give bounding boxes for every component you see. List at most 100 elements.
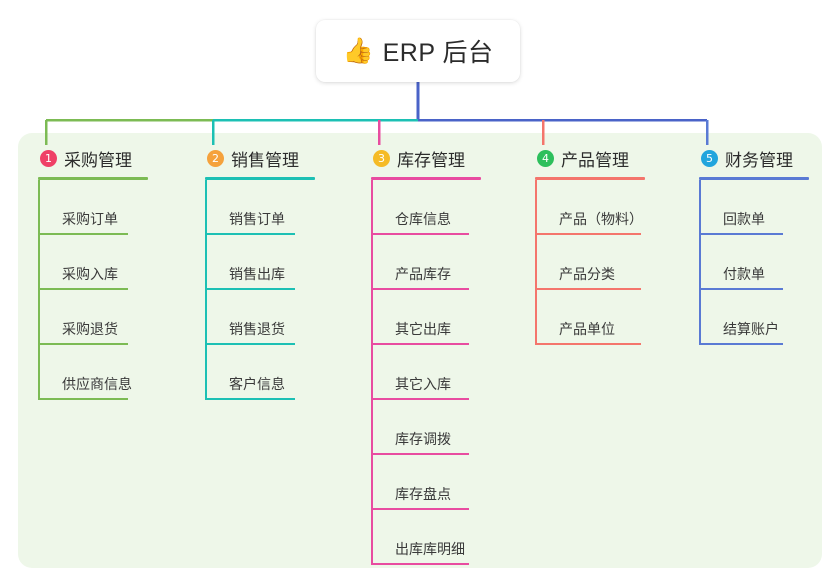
column-header-2[interactable]: 2 销售管理 [205, 146, 315, 170]
leaf-item-label: 其它出库 [395, 321, 451, 337]
leaf-item[interactable]: 其它出库 [371, 290, 481, 345]
column-badge-5: 5 [701, 149, 718, 167]
leaf-item[interactable]: 产品库存 [371, 235, 481, 290]
leaf-item-rule [205, 288, 295, 290]
leaf-item-rule [38, 343, 128, 345]
column-title-2: 销售管理 [231, 150, 299, 170]
column-1: 1 采购管理采购订单采购入库采购退货供应商信息 [38, 146, 148, 400]
leaf-item[interactable]: 客户信息 [205, 345, 315, 400]
leaf-item[interactable]: 销售出库 [205, 235, 315, 290]
leaf-item-label: 客户信息 [229, 376, 285, 392]
column-spine-2 [205, 180, 207, 400]
leaf-item-label: 产品（物料） [559, 211, 643, 227]
column-rule-4 [535, 177, 645, 180]
column-title-1: 采购管理 [64, 150, 132, 170]
column-2: 2 销售管理销售订单销售出库销售退货客户信息 [205, 146, 315, 400]
leaf-item[interactable]: 仓库信息 [371, 180, 481, 235]
column-spine-4 [535, 180, 537, 345]
leaf-item-label: 采购订单 [62, 211, 118, 227]
leaf-item[interactable]: 销售订单 [205, 180, 315, 235]
column-header-4[interactable]: 4 产品管理 [535, 146, 645, 170]
column-header-3[interactable]: 3 库存管理 [371, 146, 481, 170]
leaf-item-label: 销售订单 [229, 211, 285, 227]
leaf-item[interactable]: 其它入库 [371, 345, 481, 400]
leaf-item-label: 出库库明细 [395, 541, 465, 557]
leaf-item[interactable]: 库存调拨 [371, 400, 481, 455]
leaf-item-rule [38, 288, 128, 290]
leaf-item-rule [205, 343, 295, 345]
leaf-item-rule [371, 563, 469, 565]
column-items-4: 产品（物料） 产品分类产品单位 [535, 180, 645, 345]
leaf-item-label: 销售退货 [229, 321, 285, 337]
column-badge-2: 2 [207, 149, 224, 167]
leaf-item-label: 仓库信息 [395, 211, 451, 227]
leaf-item[interactable]: 供应商信息 [38, 345, 148, 400]
column-items-3: 仓库信息产品库存其它出库其它入库库存调拨库存盘点出库库明细 [371, 180, 481, 565]
column-5: 5 财务管理回款单付款单结算账户 [699, 146, 809, 345]
leaf-item-rule [371, 398, 469, 400]
column-rule-2 [205, 177, 315, 180]
leaf-item-rule [38, 233, 128, 235]
leaf-item[interactable]: 产品（物料） [535, 180, 645, 235]
leaf-item-rule [371, 288, 469, 290]
leaf-item-rule [205, 233, 295, 235]
leaf-item-label: 结算账户 [723, 321, 779, 337]
column-spine-3 [371, 180, 373, 565]
leaf-item-label: 回款单 [723, 211, 765, 227]
column-rule-5 [699, 177, 809, 180]
leaf-item-rule [535, 288, 641, 290]
leaf-item[interactable]: 出库库明细 [371, 510, 481, 565]
thumbs-up-icon: 👍 [342, 36, 374, 65]
column-items-5: 回款单付款单结算账户 [699, 180, 809, 345]
leaf-item-label: 库存调拨 [395, 431, 451, 447]
leaf-item-label: 供应商信息 [62, 376, 132, 392]
leaf-item[interactable]: 产品分类 [535, 235, 645, 290]
leaf-item-rule [371, 453, 469, 455]
column-badge-1: 1 [40, 149, 57, 167]
leaf-item-label: 采购入库 [62, 266, 118, 282]
leaf-item-label: 产品分类 [559, 266, 615, 282]
leaf-item-label: 其它入库 [395, 376, 451, 392]
leaf-item[interactable]: 产品单位 [535, 290, 645, 345]
column-header-5[interactable]: 5 财务管理 [699, 146, 809, 170]
column-spine-5 [699, 180, 701, 345]
leaf-item-label: 采购退货 [62, 321, 118, 337]
leaf-item-rule [38, 398, 128, 400]
leaf-item[interactable]: 采购退货 [38, 290, 148, 345]
leaf-item-rule [371, 508, 469, 510]
column-rule-3 [371, 177, 481, 180]
leaf-item-label: 付款单 [723, 266, 765, 282]
root-node[interactable]: 👍 ERP 后台 [316, 20, 520, 82]
column-4: 4 产品管理产品（物料） 产品分类产品单位 [535, 146, 645, 345]
leaf-item-rule [371, 343, 469, 345]
leaf-item-rule [699, 343, 783, 345]
column-items-2: 销售订单销售出库销售退货客户信息 [205, 180, 315, 400]
column-items-1: 采购订单采购入库采购退货供应商信息 [38, 180, 148, 400]
column-title-3: 库存管理 [397, 150, 465, 170]
leaf-item[interactable]: 回款单 [699, 180, 809, 235]
root-node-title: ERP 后台 [382, 39, 494, 67]
leaf-item[interactable]: 结算账户 [699, 290, 809, 345]
leaf-item[interactable]: 采购入库 [38, 235, 148, 290]
leaf-item-rule [535, 343, 641, 345]
leaf-item[interactable]: 销售退货 [205, 290, 315, 345]
leaf-item-rule [699, 233, 783, 235]
column-3: 3 库存管理仓库信息产品库存其它出库其它入库库存调拨库存盘点出库库明细 [371, 146, 481, 565]
leaf-item-label: 产品库存 [395, 266, 451, 282]
column-spine-1 [38, 180, 40, 400]
leaf-item-label: 产品单位 [559, 321, 615, 337]
column-badge-4: 4 [537, 149, 554, 167]
column-title-5: 财务管理 [725, 150, 793, 170]
leaf-item-rule [205, 398, 295, 400]
leaf-item[interactable]: 付款单 [699, 235, 809, 290]
leaf-item[interactable]: 采购订单 [38, 180, 148, 235]
column-rule-1 [38, 177, 148, 180]
leaf-item-rule [535, 233, 641, 235]
leaf-item-rule [371, 233, 469, 235]
column-badge-3: 3 [373, 149, 390, 167]
content-panel [18, 133, 822, 568]
column-header-1[interactable]: 1 采购管理 [38, 146, 148, 170]
column-title-4: 产品管理 [561, 150, 629, 170]
leaf-item[interactable]: 库存盘点 [371, 455, 481, 510]
